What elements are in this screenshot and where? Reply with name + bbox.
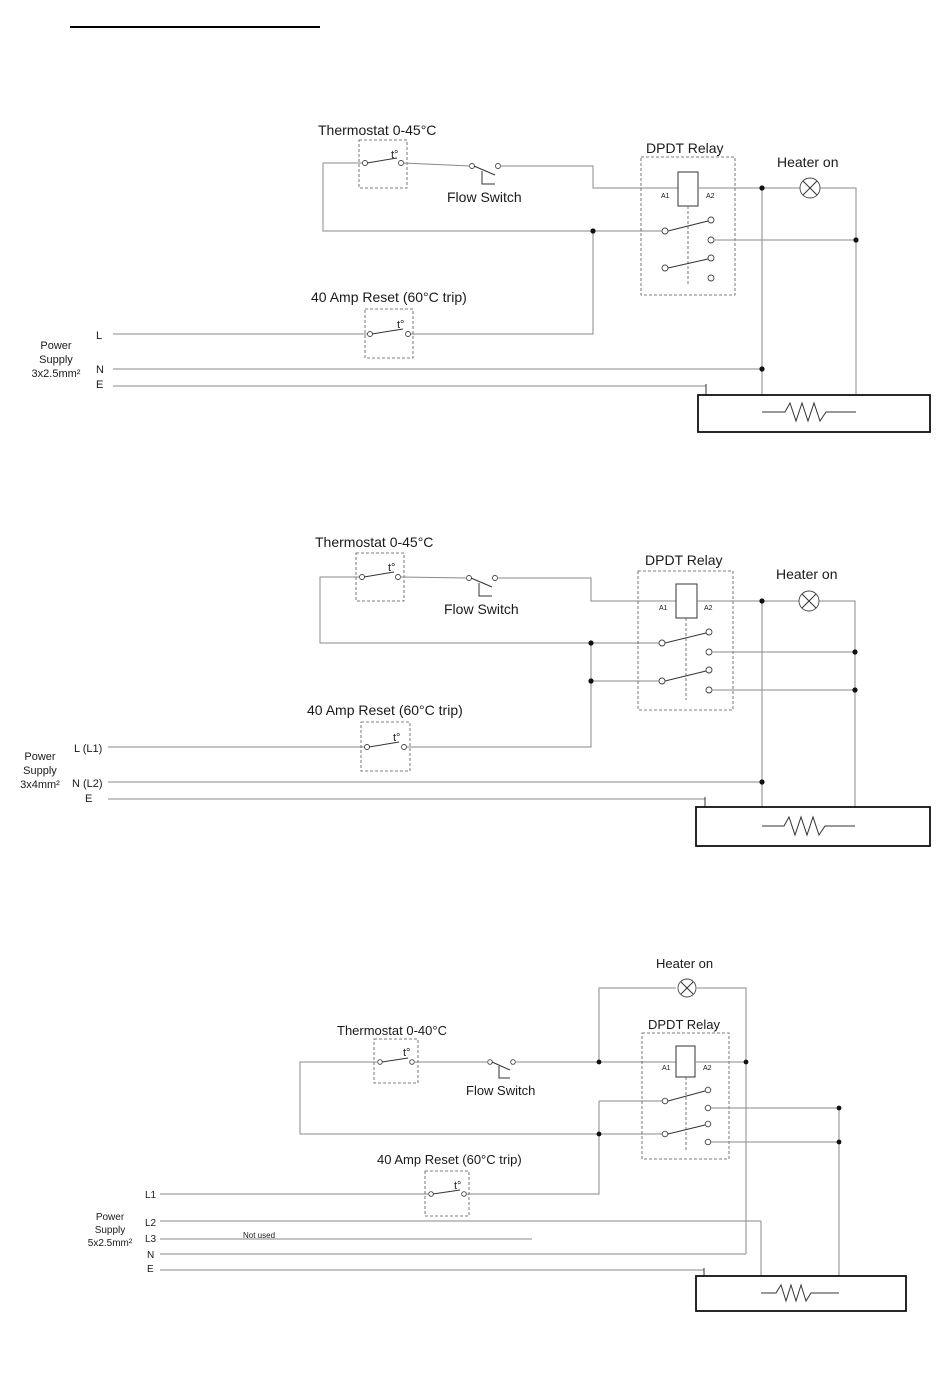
terminal-l1: L1 <box>145 1190 157 1201</box>
svg-text:A2: A2 <box>704 605 713 612</box>
flow-switch-symbol <box>466 575 498 597</box>
power-supply-label-2: Supply <box>95 1225 126 1236</box>
heater-element <box>762 815 855 837</box>
dpdt-relay-symbol: A1 A2 <box>637 570 762 711</box>
reset-symbol: t° <box>360 721 411 772</box>
terminal-e: E <box>85 793 92 805</box>
flow-switch-label: Flow Switch <box>444 601 519 617</box>
svg-text:A2: A2 <box>703 1065 712 1072</box>
heater-on-label: Heater on <box>777 154 838 170</box>
svg-text:t°: t° <box>403 1047 410 1059</box>
terminal-l3: L3 <box>145 1234 157 1245</box>
thermostat-symbol: t° <box>355 552 405 602</box>
svg-text:A1: A1 <box>659 605 668 612</box>
not-used-label: Not used <box>243 1231 275 1240</box>
svg-text:t°: t° <box>391 149 398 161</box>
heater-element <box>761 1283 839 1303</box>
terminal-l2: L2 <box>145 1218 157 1229</box>
thermostat-symbol: t° <box>373 1038 419 1084</box>
dpdt-relay-symbol: A1 A2 <box>640 156 762 296</box>
power-supply-label-1: Power <box>96 1212 125 1223</box>
thermostat-label: Thermostat 0-45°C <box>318 122 436 138</box>
svg-text:t°: t° <box>388 562 395 574</box>
flow-switch-symbol <box>487 1059 516 1079</box>
dpdt-relay-symbol: A1 A2 <box>641 1032 746 1160</box>
power-supply-cable: 3x4mm² <box>20 779 60 791</box>
power-supply-cable: 5x2.5mm² <box>88 1238 133 1249</box>
terminal-l: L (L1) <box>74 743 102 755</box>
diagram-3: Heater on Thermostat 0-40°C Flow Switch … <box>88 956 907 1312</box>
diagram-1: Thermostat 0-45°C Flow Switch DPDT Relay… <box>32 122 931 433</box>
reset-label: 40 Amp Reset (60°C trip) <box>311 289 467 305</box>
flow-switch-label: Flow Switch <box>447 189 522 205</box>
power-supply-label-1: Power <box>40 340 72 352</box>
reset-label: 40 Amp Reset (60°C trip) <box>377 1152 522 1167</box>
relay-label: DPDT Relay <box>646 140 724 156</box>
terminal-l: L <box>96 330 102 342</box>
heater-on-lamp <box>798 590 820 612</box>
heater-on-lamp <box>677 978 697 998</box>
svg-text:A1: A1 <box>661 193 670 200</box>
flow-switch-label: Flow Switch <box>466 1083 535 1098</box>
reset-label: 40 Amp Reset (60°C trip) <box>307 702 463 718</box>
heater-enclosure <box>697 394 931 433</box>
heater-on-lamp <box>799 177 821 199</box>
terminal-n: N <box>147 1250 154 1261</box>
reset-symbol: t° <box>364 308 414 359</box>
relay-label: DPDT Relay <box>645 552 723 568</box>
svg-text:t°: t° <box>454 1180 461 1192</box>
heater-on-label: Heater on <box>776 566 837 582</box>
power-supply-label-2: Supply <box>39 354 73 366</box>
power-supply-label-1: Power <box>24 751 56 763</box>
thermostat-label: Thermostat 0-40°C <box>337 1023 447 1038</box>
terminal-n: N <box>96 364 104 376</box>
power-supply-cable: 3x2.5mm² <box>32 368 81 380</box>
terminal-n: N (L2) <box>72 778 103 790</box>
svg-text:A1: A1 <box>662 1065 671 1072</box>
heater-on-label: Heater on <box>656 956 713 971</box>
svg-text:t°: t° <box>393 732 400 744</box>
terminal-e: E <box>96 379 103 391</box>
terminal-e: E <box>147 1264 154 1275</box>
thermostat-symbol: t° <box>358 139 408 189</box>
heater-element <box>762 401 856 423</box>
thermostat-label: Thermostat 0-45°C <box>315 534 433 550</box>
heater-enclosure <box>695 806 931 847</box>
power-supply-label-2: Supply <box>23 765 57 777</box>
relay-label: DPDT Relay <box>648 1017 721 1032</box>
heater-enclosure <box>695 1275 907 1312</box>
svg-text:t°: t° <box>397 319 404 331</box>
svg-text:A2: A2 <box>706 193 715 200</box>
flow-switch-symbol <box>469 163 501 185</box>
diagram-2: Thermostat 0-45°C Flow Switch DPDT Relay… <box>20 534 931 847</box>
reset-symbol: t° <box>424 1170 470 1217</box>
